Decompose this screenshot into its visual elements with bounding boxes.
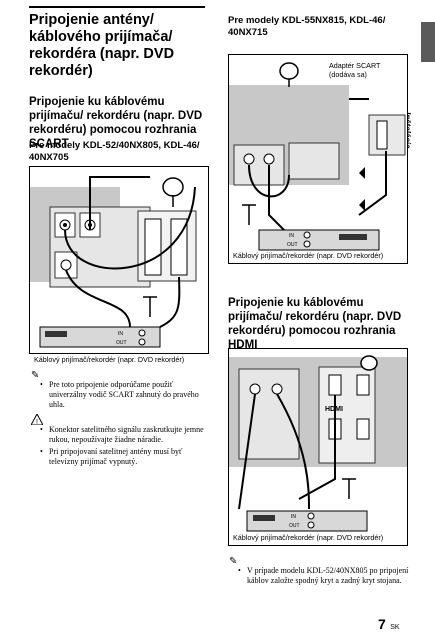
- scart-adapter-label: Adaptér SCART (dodáva sa): [329, 61, 381, 79]
- hdmi-label: HDMI: [325, 406, 343, 413]
- page-number: 7 SK: [378, 616, 400, 634]
- scart-section-heading: Pripojenie ku káblovému prijímaču/ rekor…: [29, 96, 203, 150]
- hdmi-section-heading: Pripojenie ku káblovému prijímaču/ rekor…: [228, 297, 402, 351]
- page-language: SK: [390, 624, 400, 631]
- side-tab-bar: [421, 22, 435, 62]
- right1-in-label: IN: [289, 233, 294, 239]
- left-out-label: OUT: [116, 340, 127, 346]
- note-icon-right: ✎: [229, 556, 238, 567]
- stand-cover-note: V prípade modelu KDL-52/40NX805 po pripo…: [238, 566, 412, 586]
- caution-icon: !: [31, 414, 43, 425]
- note-icon: ✎: [31, 370, 40, 381]
- right-connection-figure-2: HDMI IN OUT Káblový prijímač/rekordér (n…: [228, 348, 408, 546]
- right-connection-figure-1: IN OUT Adaptér SCART (dodáva sa) Káblový…: [228, 54, 408, 264]
- right2-out-label: OUT: [289, 523, 300, 529]
- caution-item-1: Konektor satelitného signálu zaskrutkujt…: [40, 425, 209, 445]
- svg-text:!: !: [36, 419, 38, 425]
- right-connection-diagram-1: IN OUT: [229, 62, 406, 251]
- left-models-heading: Pre modely KDL-52/40NX805, KDL-46/ 40NX7…: [29, 140, 200, 163]
- right-figure-2-caption: Káblový prijímač/rekordér (napr. DVD rek…: [233, 533, 384, 542]
- right2-in-label: IN: [291, 514, 296, 520]
- right-figure-1-caption: Káblový prijímač/rekordér (napr. DVD rek…: [233, 251, 384, 260]
- right-models-heading: Pre modely KDL-55NX815, KDL-46/ 40NX715: [228, 15, 386, 38]
- left-figure-caption: Káblový prijímač/rekordér (napr. DVD rek…: [34, 355, 185, 364]
- left-connection-figure: IN OUT Káblový prijímač/rekordér (napr. …: [29, 166, 209, 364]
- page-number-value: 7: [378, 616, 386, 632]
- right1-out-label: OUT: [287, 242, 298, 248]
- scart-note: Pre toto pripojenie odporúčame použiť un…: [40, 380, 209, 410]
- page-title: Pripojenie antény/ káblového prijímača/ …: [29, 6, 205, 80]
- right-connection-diagram-2: HDMI IN OUT: [229, 355, 407, 532]
- left-in-label: IN: [118, 331, 123, 337]
- left-connection-diagram: IN OUT: [30, 176, 197, 348]
- caution-item-2: Pri pripojovaní satelitnej antény musí b…: [40, 447, 209, 467]
